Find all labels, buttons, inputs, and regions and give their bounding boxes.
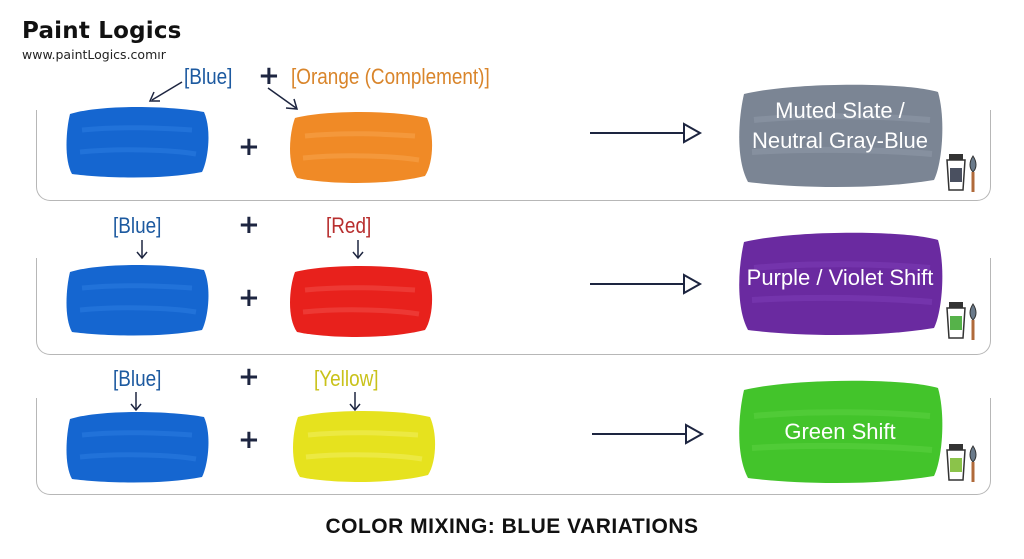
row-3-result-arrow — [592, 423, 705, 445]
row-2-left-swatch — [62, 258, 212, 340]
paint-tube-icon — [946, 444, 977, 482]
row-2-left-pointer-arrow — [136, 240, 148, 260]
row-2-box — [36, 258, 991, 355]
row-1-left-swatch — [62, 100, 212, 182]
brand-url: www.paintLogics.comır — [22, 47, 166, 62]
paint-tube-icon — [946, 154, 977, 192]
row-1-left-pointer-arrow — [148, 81, 183, 102]
row-1-result-arrow — [590, 122, 703, 144]
row-1-result-label: Muted Slate / Neutral Gray-Blue — [740, 96, 940, 156]
row-3-result-line-1: Green Shift — [784, 419, 896, 444]
row-1-middle-plus: + — [238, 132, 260, 162]
row-1-top-plus: + — [258, 61, 280, 91]
row-1-right-label: [Orange (Complement)] — [291, 64, 490, 89]
row-3-left-pointer-arrow — [130, 392, 142, 412]
row-2-right-pointer-arrow — [352, 240, 364, 260]
diagram-caption: COLOR MIXING: BLUE VARIATIONS — [325, 515, 699, 538]
row-2-left-label: [Blue] — [113, 213, 162, 238]
row-3-middle-plus: + — [238, 425, 260, 455]
row-1-box — [36, 110, 991, 201]
row-3-result-swatch — [734, 376, 944, 486]
row-2-result-arrow — [590, 273, 703, 295]
row-3-right-pointer-arrow — [349, 392, 361, 412]
brand-header: Paint Logics www.paintLogics.comır — [22, 18, 182, 62]
row-2-middle-plus: + — [238, 283, 260, 313]
row-2-result-swatch — [734, 228, 944, 338]
row-2-result-label: Purple / Violet Shift — [740, 263, 940, 293]
row-3-result-label: Green Shift — [740, 417, 940, 447]
row-2-right-swatch — [285, 260, 435, 342]
row-2-top-plus: + — [238, 210, 260, 240]
row-2-right-label: [Red] — [326, 213, 372, 238]
paint-stroke — [66, 107, 209, 178]
row-1-left-label: [Blue] — [184, 64, 233, 89]
row-3-top-plus: + — [238, 362, 260, 392]
row-1-result-swatch — [734, 80, 944, 190]
row-1-right-pointer-arrow — [267, 87, 299, 110]
row-3-left-swatch — [62, 405, 212, 487]
row-2-result-line-1: Purple / Violet Shift — [746, 265, 934, 290]
row-3-box — [36, 398, 991, 495]
row-3-right-label: [Yellow] — [314, 366, 379, 391]
paint-tube-icon — [946, 302, 977, 340]
row-1-result-line-2: Neutral Gray-Blue — [751, 128, 929, 153]
row-3-right-swatch — [288, 405, 438, 487]
brand-name: Paint Logics — [22, 18, 182, 44]
row-3-left-label: [Blue] — [113, 366, 162, 391]
row-1-right-swatch — [285, 106, 435, 188]
row-1-result-line-1: Muted Slate / — [775, 98, 905, 123]
